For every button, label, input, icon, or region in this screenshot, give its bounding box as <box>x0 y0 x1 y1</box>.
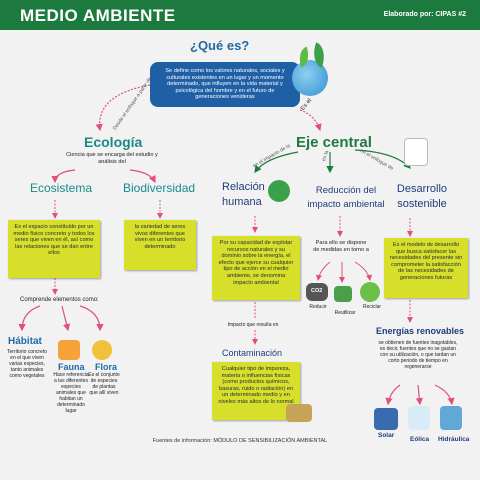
energias-text: se obtienen de fuentes inagotables, es d… <box>378 340 458 370</box>
reduccion-text: Para ello se dispone de medidas en torno… <box>313 240 369 253</box>
ecologia-desc: Ciencia que se encarga del estudio y aná… <box>66 152 158 165</box>
arrow-to-habitat <box>18 305 41 332</box>
definition-box: Se define como los valores naturales, so… <box>150 62 300 107</box>
arrow-eolica <box>415 384 423 406</box>
impacto-label: Impacto que resulta en <box>227 322 279 328</box>
ecosistema-title: Ecosistema <box>30 181 93 195</box>
reduccion-title-line2: impacto ambiental <box>307 199 385 210</box>
eolica-label: Eólica <box>410 436 430 443</box>
trash-icon <box>286 404 312 422</box>
fauna-title: Fauna <box>58 362 85 372</box>
habitat-text: Territorio concreto en el que viven vari… <box>6 349 47 379</box>
arrow-reducir <box>316 261 331 281</box>
arrow-to-eje <box>299 109 322 132</box>
co2-label: CO2 <box>311 288 323 294</box>
arrow-to-ecologia <box>95 84 151 132</box>
fauna-text: Hace referencia a las diferentes especie… <box>53 372 89 414</box>
relacion-title-line2: humana <box>222 196 262 208</box>
contaminacion-box: Cualquier tipo de impureza, materia o in… <box>212 362 300 420</box>
relacion-title: Relación humana <box>222 180 265 210</box>
wind-turbine-icon <box>408 406 430 430</box>
arrow-reciclar <box>354 261 372 281</box>
reduccion-title-line1: Reducción del <box>315 185 377 196</box>
flower-icon <box>92 340 112 360</box>
arrow-solar <box>385 384 401 406</box>
header-bar <box>0 0 480 30</box>
cloud-icon <box>306 283 328 301</box>
habitat-title: Hábitat <box>8 336 42 347</box>
energias-title: Energías renovables <box>376 326 465 336</box>
arrow-to-flora <box>79 305 104 332</box>
biodiversidad-box: la variedad de seres vivos diferentes qu… <box>124 220 196 270</box>
credit-text: Elaborado por: CIPAS #2 <box>383 11 466 18</box>
animals-icon <box>58 340 80 360</box>
arrow-to-relacion <box>254 151 299 173</box>
reduccion-title: Reducción del impacto ambiental <box>306 184 386 212</box>
flora-text: Es el conjunto de especies de plantas qu… <box>88 372 120 396</box>
dam-icon <box>440 406 462 430</box>
arrow-hidraulica <box>434 384 455 406</box>
footer-sources: Fuentes de información: MÓDULO DE SENSIB… <box>152 438 328 444</box>
que-es-heading: ¿Qué es? <box>190 38 250 53</box>
reuse-icon <box>334 286 352 302</box>
reciclar-label: Reciclar <box>362 304 382 310</box>
recycle-icon <box>360 282 380 302</box>
desarrollo-title-line2: sostenible <box>397 198 447 210</box>
desarrollo-title-line1: Desarrollo <box>396 183 448 195</box>
solar-panel-icon <box>374 408 398 430</box>
reducir-label: Reducir <box>309 304 327 310</box>
relacion-box: Por su capacidad de explotar recursos na… <box>212 236 300 300</box>
hands-globe-icon <box>268 180 290 202</box>
arrow-to-ecosistema <box>51 169 76 184</box>
page-title: MEDIO AMBIENTE <box>20 6 176 25</box>
relacion-title-line1: Relación <box>222 181 265 193</box>
flora-title: Flora <box>95 362 118 372</box>
document-icon <box>404 138 428 166</box>
solar-label: Solar <box>378 432 395 439</box>
eje-central-title: Eje central <box>296 134 372 151</box>
desarrollo-title: Desarrollo sostenible <box>392 182 452 212</box>
biodiversidad-title: Biodiversidad <box>123 181 196 195</box>
arrow-to-biodiversidad <box>129 169 156 184</box>
contaminacion-title: Contaminación <box>222 348 283 358</box>
ecosistema-box: Es el espacio constituido por un medio f… <box>8 220 100 278</box>
ecologia-title: Ecología <box>84 134 143 150</box>
arrow-to-fauna <box>61 305 71 332</box>
desarrollo-box: Es el modelo de desarrollo que busca sat… <box>384 238 468 298</box>
comprende-label: Comprende elementos como: <box>20 297 99 303</box>
reutilizar-label: Reutilizar <box>334 310 356 316</box>
hidraulica-label: Hidráulica <box>438 436 470 443</box>
